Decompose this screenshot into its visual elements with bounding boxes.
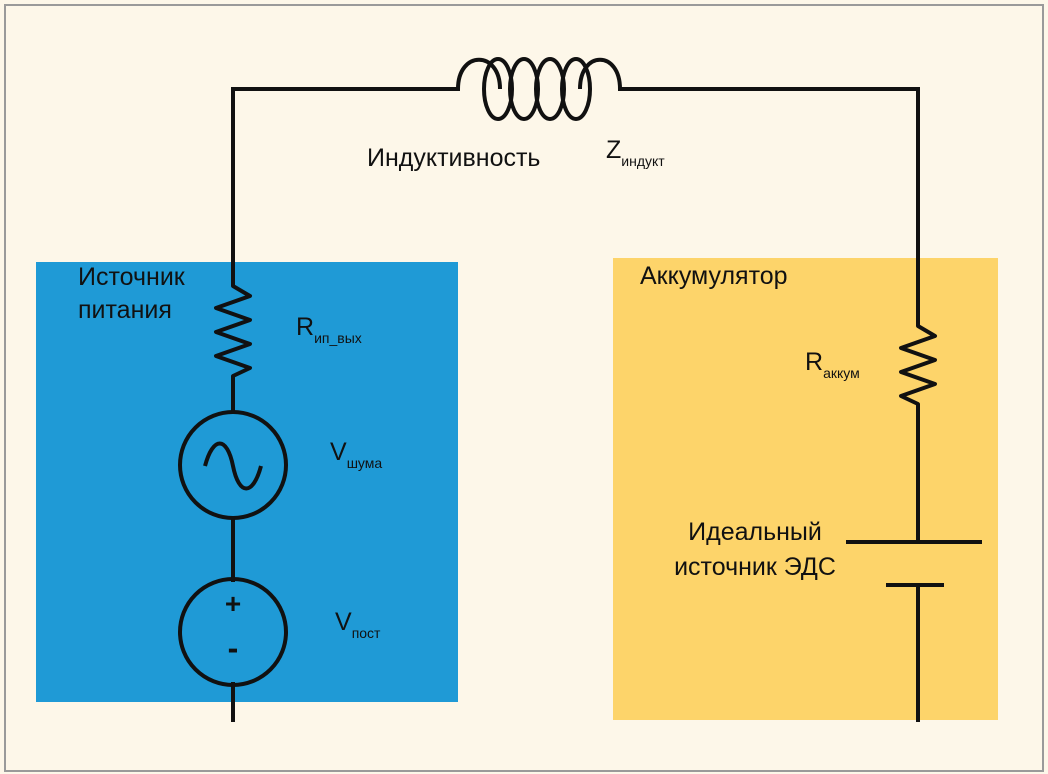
resistor-right-icon xyxy=(899,320,937,410)
dc-minus-sign: - xyxy=(228,630,239,666)
inductor-impedance-label: Zиндукт xyxy=(606,136,665,169)
emf-label-line1: Идеальный xyxy=(688,518,822,546)
resistor-left-label: Rип_вых xyxy=(296,313,362,346)
noise-voltage-label: Vшума xyxy=(330,438,382,471)
power-supply-title-line2: питания xyxy=(78,296,172,324)
power-supply-box xyxy=(36,262,458,702)
resistor-left-icon xyxy=(214,262,252,380)
battery-title: Аккумулятор xyxy=(640,262,788,290)
battery-cell-icon xyxy=(846,540,982,587)
wires xyxy=(231,87,920,722)
dc-voltage-label: Vпост xyxy=(335,608,381,641)
dc-plus-sign: + xyxy=(225,588,241,619)
battery-box xyxy=(613,258,998,720)
resistor-right-label: Rаккум xyxy=(805,348,860,381)
power-supply-title-line1: Источник xyxy=(78,263,186,291)
dc-source-icon xyxy=(178,577,288,687)
inductor-label: Индуктивность xyxy=(367,144,540,172)
ac-source-icon xyxy=(178,410,288,520)
emf-label-line2: источник ЭДС xyxy=(674,553,836,581)
inductor-icon xyxy=(456,57,622,121)
